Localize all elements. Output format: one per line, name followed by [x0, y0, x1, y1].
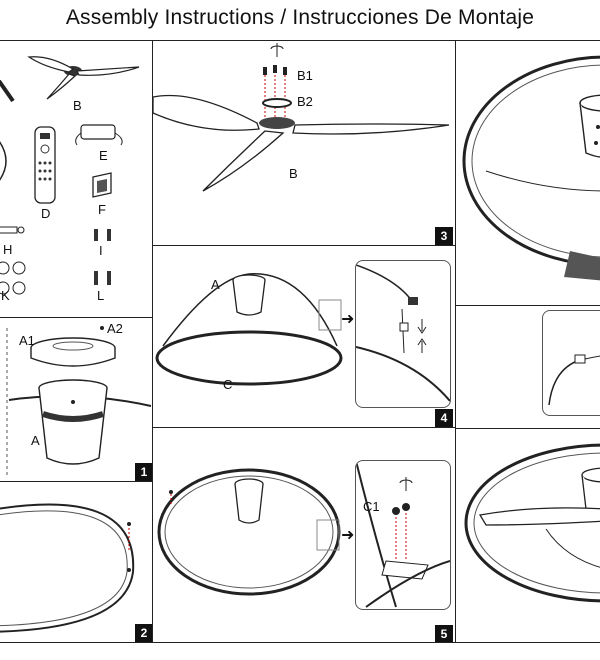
step-4-illustration	[155, 273, 343, 386]
step-4-detail-inset	[355, 260, 451, 408]
step-4-number: 4	[435, 409, 453, 427]
step-6-illustration	[462, 55, 600, 281]
step-2-illustration	[0, 503, 135, 633]
step-8-illustration	[464, 443, 600, 603]
step-4-arrow-icon: ➜	[341, 311, 355, 328]
parts-panel: B E D F H I K L	[0, 40, 153, 318]
step-3-illustration	[153, 43, 450, 192]
step-3-number: 3	[435, 227, 453, 245]
step-1-panel: A1 A2 A 1	[0, 317, 153, 482]
step-2-number: 2	[135, 624, 152, 642]
step-5-illustration	[157, 468, 341, 596]
step-3-panel: B1 B2 B 3	[152, 40, 456, 246]
step-5-arrow-icon: ➜	[341, 527, 355, 544]
step-5-number: 5	[435, 625, 453, 642]
step-7-panel	[455, 305, 600, 429]
step-5-detail-inset	[355, 460, 451, 610]
part-k-label: K	[1, 288, 10, 303]
step-4-detail-illustration	[356, 264, 450, 402]
step-1-number: 1	[135, 463, 152, 481]
part-d-label: D	[41, 206, 51, 221]
part-h-label: H	[3, 242, 13, 257]
step-8-panel	[455, 428, 600, 643]
step-3-b1-label: B1	[297, 68, 313, 83]
step-7-detail-illustration	[548, 354, 600, 406]
step-5-panel: ➜ C1 5	[152, 427, 456, 643]
step-5-detail-illustration	[356, 461, 450, 608]
step-4-a-label: A	[211, 277, 220, 292]
step-3-b2-label: B2	[297, 94, 313, 109]
page-title: Assembly Instructions / Instrucciones De…	[65, 6, 535, 29]
step-5-c1-label: C1	[363, 499, 380, 514]
part-e-label: E	[99, 148, 108, 163]
step-6-panel	[455, 40, 600, 306]
step-4-c-label: C	[223, 377, 233, 392]
step-3-b-label: B	[289, 166, 298, 181]
parts-illustration	[0, 56, 140, 295]
step-1-a-label: A	[31, 433, 40, 448]
step-1-a2-label: A2	[107, 321, 123, 336]
part-b-label: B	[73, 98, 82, 113]
part-i-label: I	[99, 243, 103, 258]
step-1-a1-label: A1	[19, 333, 35, 348]
part-l-label: L	[97, 288, 105, 303]
step-7-detail-inset	[542, 310, 600, 416]
step-1-illustration	[6, 326, 152, 478]
step-2-panel: 2	[0, 481, 153, 643]
step-4-panel: ➜ A C 4	[152, 245, 456, 428]
part-f-label: F	[98, 202, 106, 217]
